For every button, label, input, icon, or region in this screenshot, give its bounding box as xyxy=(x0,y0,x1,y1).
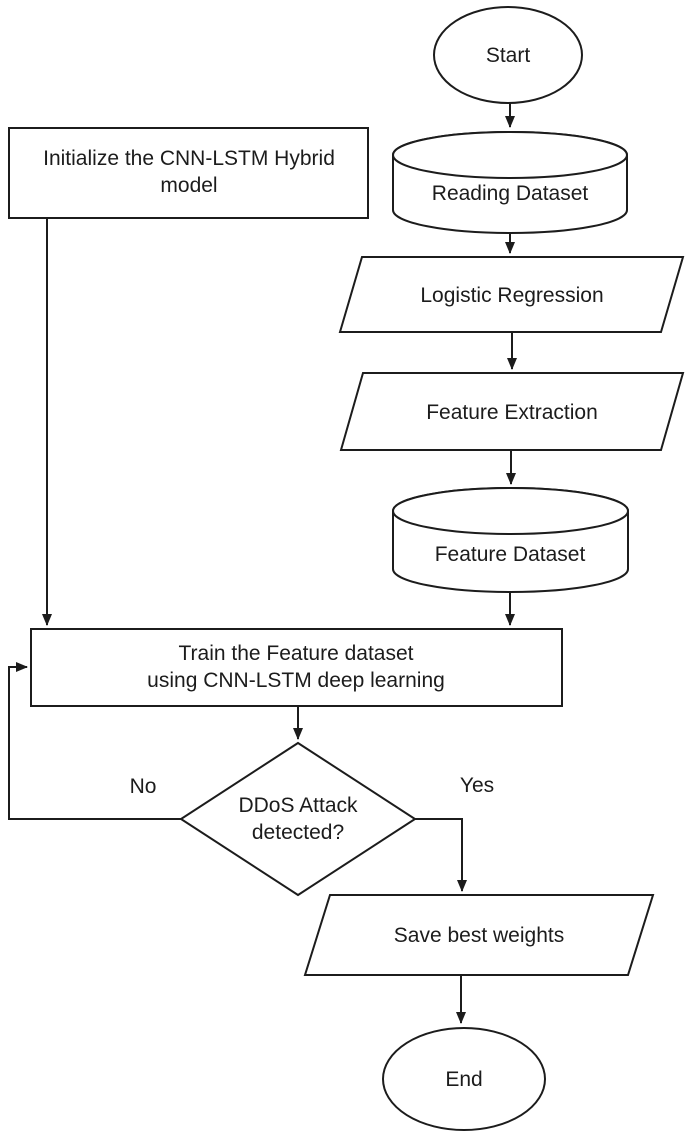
ddos-decision-diamond xyxy=(179,741,417,897)
initialize-model-label: Initialize the CNN-LSTM Hybrid model xyxy=(14,145,364,199)
reading-dataset-label: Reading Dataset xyxy=(431,182,589,205)
start-ellipse xyxy=(433,6,583,104)
ddos-decision-label-line1: DDoS Attack xyxy=(238,794,358,817)
edge-label-no: No xyxy=(129,775,157,798)
feature-dataset-cylinder-top xyxy=(392,487,629,535)
feature-extraction-label: Feature Extraction xyxy=(426,401,598,424)
edge-label-yes: Yes xyxy=(459,774,495,797)
train-model-label-line2: using CNN-LSTM deep learning xyxy=(147,669,445,692)
edge-decision-yes xyxy=(415,818,467,892)
end-label: End xyxy=(445,1068,483,1091)
initialize-model-label-line1: Initialize the CNN-LSTM Hybrid xyxy=(43,147,335,170)
logistic-regression-label: Logistic Regression xyxy=(420,284,604,307)
start-label: Start xyxy=(485,44,531,67)
initialize-model-rectangle xyxy=(8,127,369,219)
train-model-label-line1: Train the Feature dataset xyxy=(178,642,414,665)
end-ellipse xyxy=(382,1027,546,1131)
initialize-model-label-line2: model xyxy=(160,174,218,197)
reading-dataset-cylinder-top xyxy=(392,131,628,179)
save-weights-parallelogram xyxy=(303,894,655,976)
train-model-rectangle xyxy=(30,628,563,707)
feature-extraction-parallelogram xyxy=(339,372,685,451)
train-model-label: Train the Feature dataset using CNN-LSTM… xyxy=(116,640,476,694)
ddos-decision-label: DDoS Attack detected? xyxy=(198,792,398,846)
logistic-regression-parallelogram xyxy=(338,256,685,333)
edge-decision-no-loop xyxy=(8,662,181,820)
feature-dataset-label: Feature Dataset xyxy=(434,543,586,566)
save-weights-label: Save best weights xyxy=(393,924,565,947)
ddos-decision-label-line2: detected? xyxy=(251,821,345,844)
